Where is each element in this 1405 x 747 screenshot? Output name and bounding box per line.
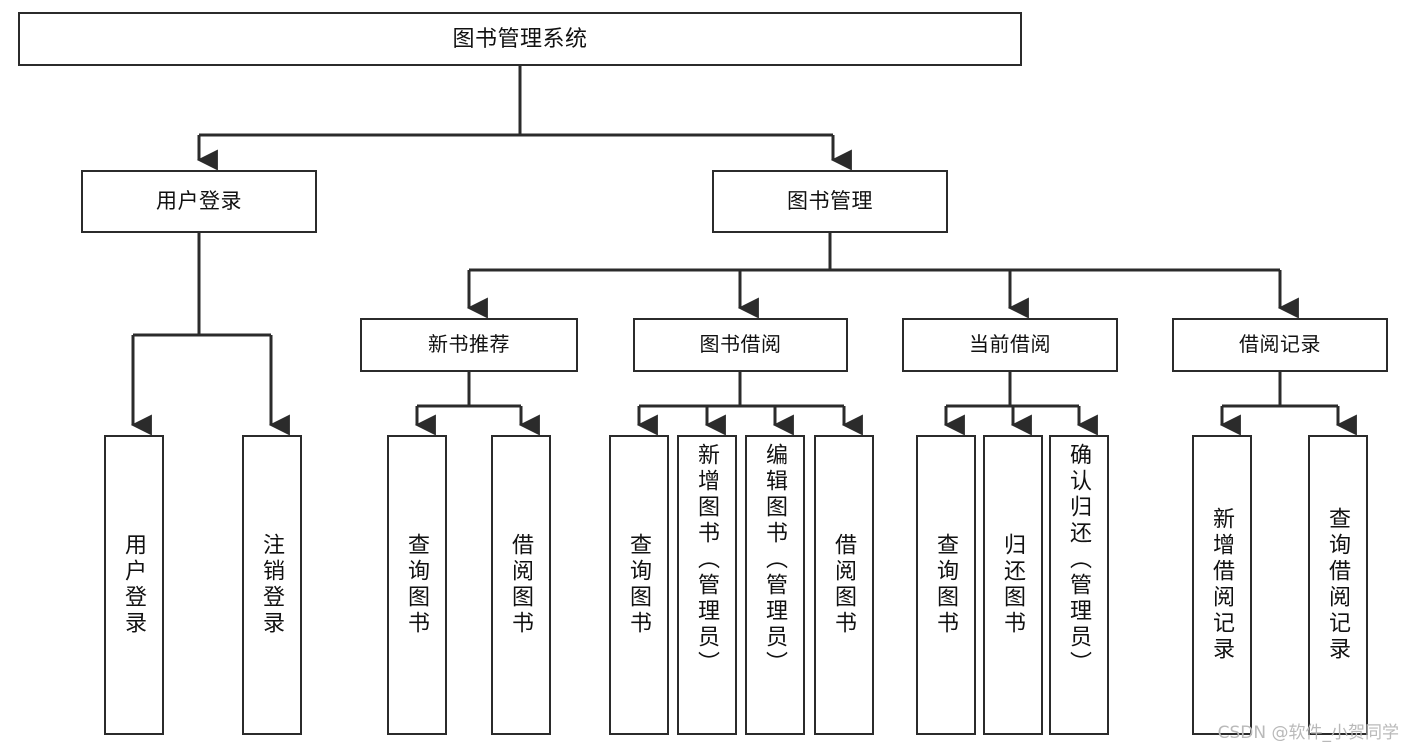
leaf-borrow-record-add[interactable]: 新增借阅记录 xyxy=(1192,435,1252,735)
node-label: 图书管理系统 xyxy=(452,25,588,51)
leaf-book-borrow-edit[interactable]: 编辑图书（管理员） xyxy=(745,435,805,735)
node-label: 用户登录 xyxy=(122,533,147,637)
leaf-borrow-record-query[interactable]: 查询借阅记录 xyxy=(1308,435,1368,735)
node-label: 借阅图书 xyxy=(832,533,857,637)
node-label: 确认归还（管理员） xyxy=(1067,443,1092,677)
leaf-book-borrow-query[interactable]: 查询图书 xyxy=(609,435,669,735)
leaf-user-login-logout[interactable]: 注销登录 xyxy=(242,435,302,735)
node-label: 编辑图书（管理员） xyxy=(763,443,788,677)
node-new-book-recommend[interactable]: 新书推荐 xyxy=(360,318,578,372)
node-book-borrow[interactable]: 图书借阅 xyxy=(633,318,848,372)
node-current-borrow[interactable]: 当前借阅 xyxy=(902,318,1118,372)
leaf-user-login-login[interactable]: 用户登录 xyxy=(104,435,164,735)
leaf-current-borrow-confirm-return[interactable]: 确认归还（管理员） xyxy=(1049,435,1109,735)
node-label: 查询借阅记录 xyxy=(1326,507,1351,663)
node-label: 借阅图书 xyxy=(509,533,534,637)
csdn-watermark: CSDN @软件_小贺同学 xyxy=(1217,723,1399,743)
node-label: 查询图书 xyxy=(405,533,430,637)
node-label: 归还图书 xyxy=(1001,533,1026,637)
node-label: 借阅记录 xyxy=(1239,333,1321,356)
node-root-system[interactable]: 图书管理系统 xyxy=(18,12,1022,66)
leaf-current-borrow-return[interactable]: 归还图书 xyxy=(983,435,1043,735)
node-label: 注销登录 xyxy=(260,533,285,637)
leaf-book-borrow-borrow[interactable]: 借阅图书 xyxy=(814,435,874,735)
node-label: 查询图书 xyxy=(627,533,652,637)
node-user-login[interactable]: 用户登录 xyxy=(81,170,317,233)
node-label: 新增图书（管理员） xyxy=(695,443,720,677)
leaf-new-book-borrow[interactable]: 借阅图书 xyxy=(491,435,551,735)
node-label: 当前借阅 xyxy=(969,333,1051,356)
node-label: 用户登录 xyxy=(156,189,242,213)
node-book-management[interactable]: 图书管理 xyxy=(712,170,948,233)
node-label: 图书管理 xyxy=(787,189,873,213)
node-label: 查询图书 xyxy=(934,533,959,637)
node-label: 图书借阅 xyxy=(699,333,782,356)
leaf-book-borrow-add[interactable]: 新增图书（管理员） xyxy=(677,435,737,735)
node-borrow-record[interactable]: 借阅记录 xyxy=(1172,318,1388,372)
leaf-new-book-query[interactable]: 查询图书 xyxy=(387,435,447,735)
leaf-current-borrow-query[interactable]: 查询图书 xyxy=(916,435,976,735)
node-label: 新增借阅记录 xyxy=(1210,507,1235,663)
node-label: 新书推荐 xyxy=(428,333,510,356)
